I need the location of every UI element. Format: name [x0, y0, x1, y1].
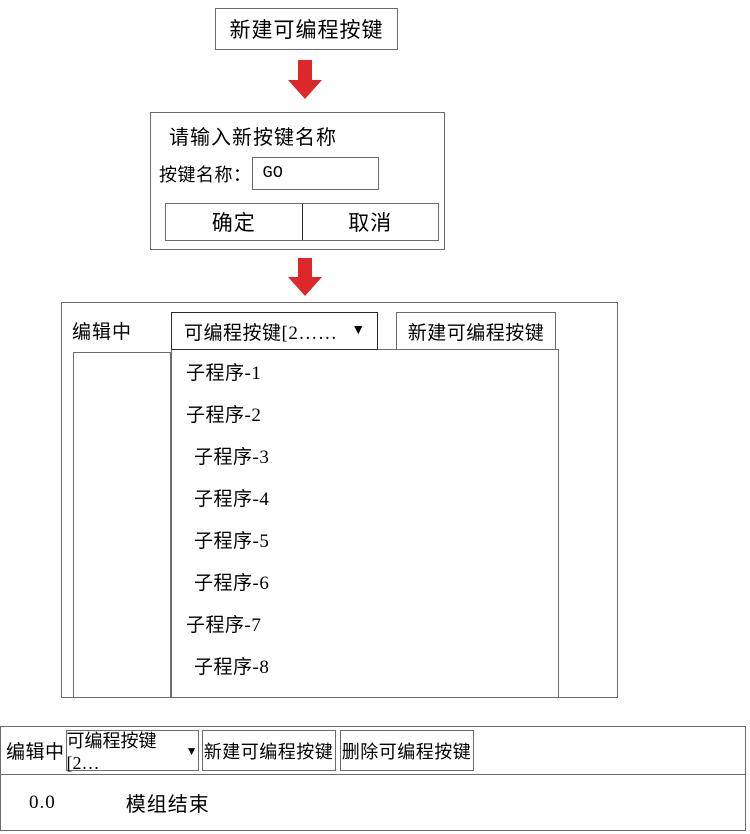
list-item-label: 子程序-2: [186, 404, 262, 426]
arrow-head: [288, 277, 322, 296]
list-item-label: 子程序-4: [194, 488, 270, 510]
program-line-row[interactable]: 0.0 模组结束: [1, 775, 745, 830]
list-item[interactable]: 子程序-5: [172, 518, 558, 560]
key-name-input[interactable]: GO: [251, 157, 379, 190]
list-item-label: 子程序-3: [194, 446, 270, 468]
cancel-button[interactable]: 取消: [301, 204, 439, 240]
panel-new-programmable-key-label: 新建可编程按键: [407, 322, 545, 344]
panel-left-column: [73, 352, 171, 697]
key-name-label: 按键名称：: [159, 164, 252, 185]
confirm-button-label: 确定: [211, 211, 256, 235]
bottom-new-programmable-key-button[interactable]: 新建可编程按键: [201, 730, 336, 771]
panel-status-label: 编辑中: [72, 322, 133, 343]
list-item[interactable]: 子程序-8: [172, 644, 558, 686]
bottom-new-programmable-key-label: 新建可编程按键: [203, 741, 334, 762]
list-item[interactable]: 子程序-3: [172, 434, 558, 476]
list-item-label: 子程序-1: [186, 362, 262, 384]
dialog-button-row: 确定 取消: [165, 203, 439, 241]
key-name-field-row: 按键名称： GO: [159, 157, 379, 190]
arrow-stem: [298, 60, 312, 80]
programmable-key-dropdown-label: 可编程按键[2……: [184, 322, 338, 344]
bottom-delete-programmable-key-button[interactable]: 删除可编程按键: [339, 730, 474, 771]
arrow-stem: [298, 258, 312, 277]
list-item[interactable]: 子程序-6: [172, 560, 558, 602]
bottom-programmable-key-dropdown[interactable]: 可编程按键[2… ▼: [65, 730, 199, 773]
new-key-name-dialog: 请输入新按键名称 按键名称： GO 确定 取消: [150, 112, 445, 250]
bottom-programmable-key-dropdown-label: 可编程按键[2…: [66, 731, 157, 773]
programmable-key-dropdown-list[interactable]: 子程序-1 子程序-2 子程序-3 子程序-4 子程序-5 子程序-6 子程序-7 子程序-8: [171, 349, 559, 697]
list-item-label: 子程序-7: [186, 614, 262, 636]
bottom-toolbar: 编辑中 可编程按键[2… ▼ 新建可编程按键 删除可编程按键: [1, 727, 745, 775]
confirm-button[interactable]: 确定: [166, 204, 302, 240]
list-item[interactable]: 子程序-2: [172, 392, 558, 434]
new-programmable-key-entry-label: 新建可编程按键: [229, 18, 384, 42]
key-name-input-value: GO: [262, 164, 283, 183]
program-line-value: 0.0: [29, 791, 56, 813]
list-item-label: 子程序-6: [194, 572, 270, 594]
chevron-down-icon: ▼: [185, 743, 198, 758]
program-line-text: 模组结束: [125, 794, 210, 816]
arrow-head: [288, 80, 322, 99]
new-programmable-key-entry-button[interactable]: 新建可编程按键: [215, 8, 398, 50]
arrow-down-icon: [288, 258, 322, 296]
list-item-label: 子程序-5: [194, 530, 270, 552]
programmable-key-dropdown[interactable]: 可编程按键[2…… ▼: [171, 312, 378, 350]
panel-new-programmable-key-button[interactable]: 新建可编程按键: [396, 312, 556, 350]
list-item[interactable]: 子程序-7: [172, 602, 558, 644]
bottom-status-label: 编辑中: [6, 742, 65, 763]
list-item[interactable]: 子程序-1: [172, 350, 558, 392]
chevron-down-icon: ▼: [351, 323, 366, 338]
list-item[interactable]: 子程序-4: [172, 476, 558, 518]
bottom-editor-bar: 编辑中 可编程按键[2… ▼ 新建可编程按键 删除可编程按键 0.0 模组结束: [0, 726, 746, 831]
cancel-button-label: 取消: [348, 211, 393, 235]
list-item-label: 子程序-8: [194, 656, 270, 678]
bottom-delete-programmable-key-label: 删除可编程按键: [341, 741, 472, 762]
dialog-title: 请输入新按键名称: [169, 127, 337, 149]
arrow-down-icon: [288, 60, 322, 99]
